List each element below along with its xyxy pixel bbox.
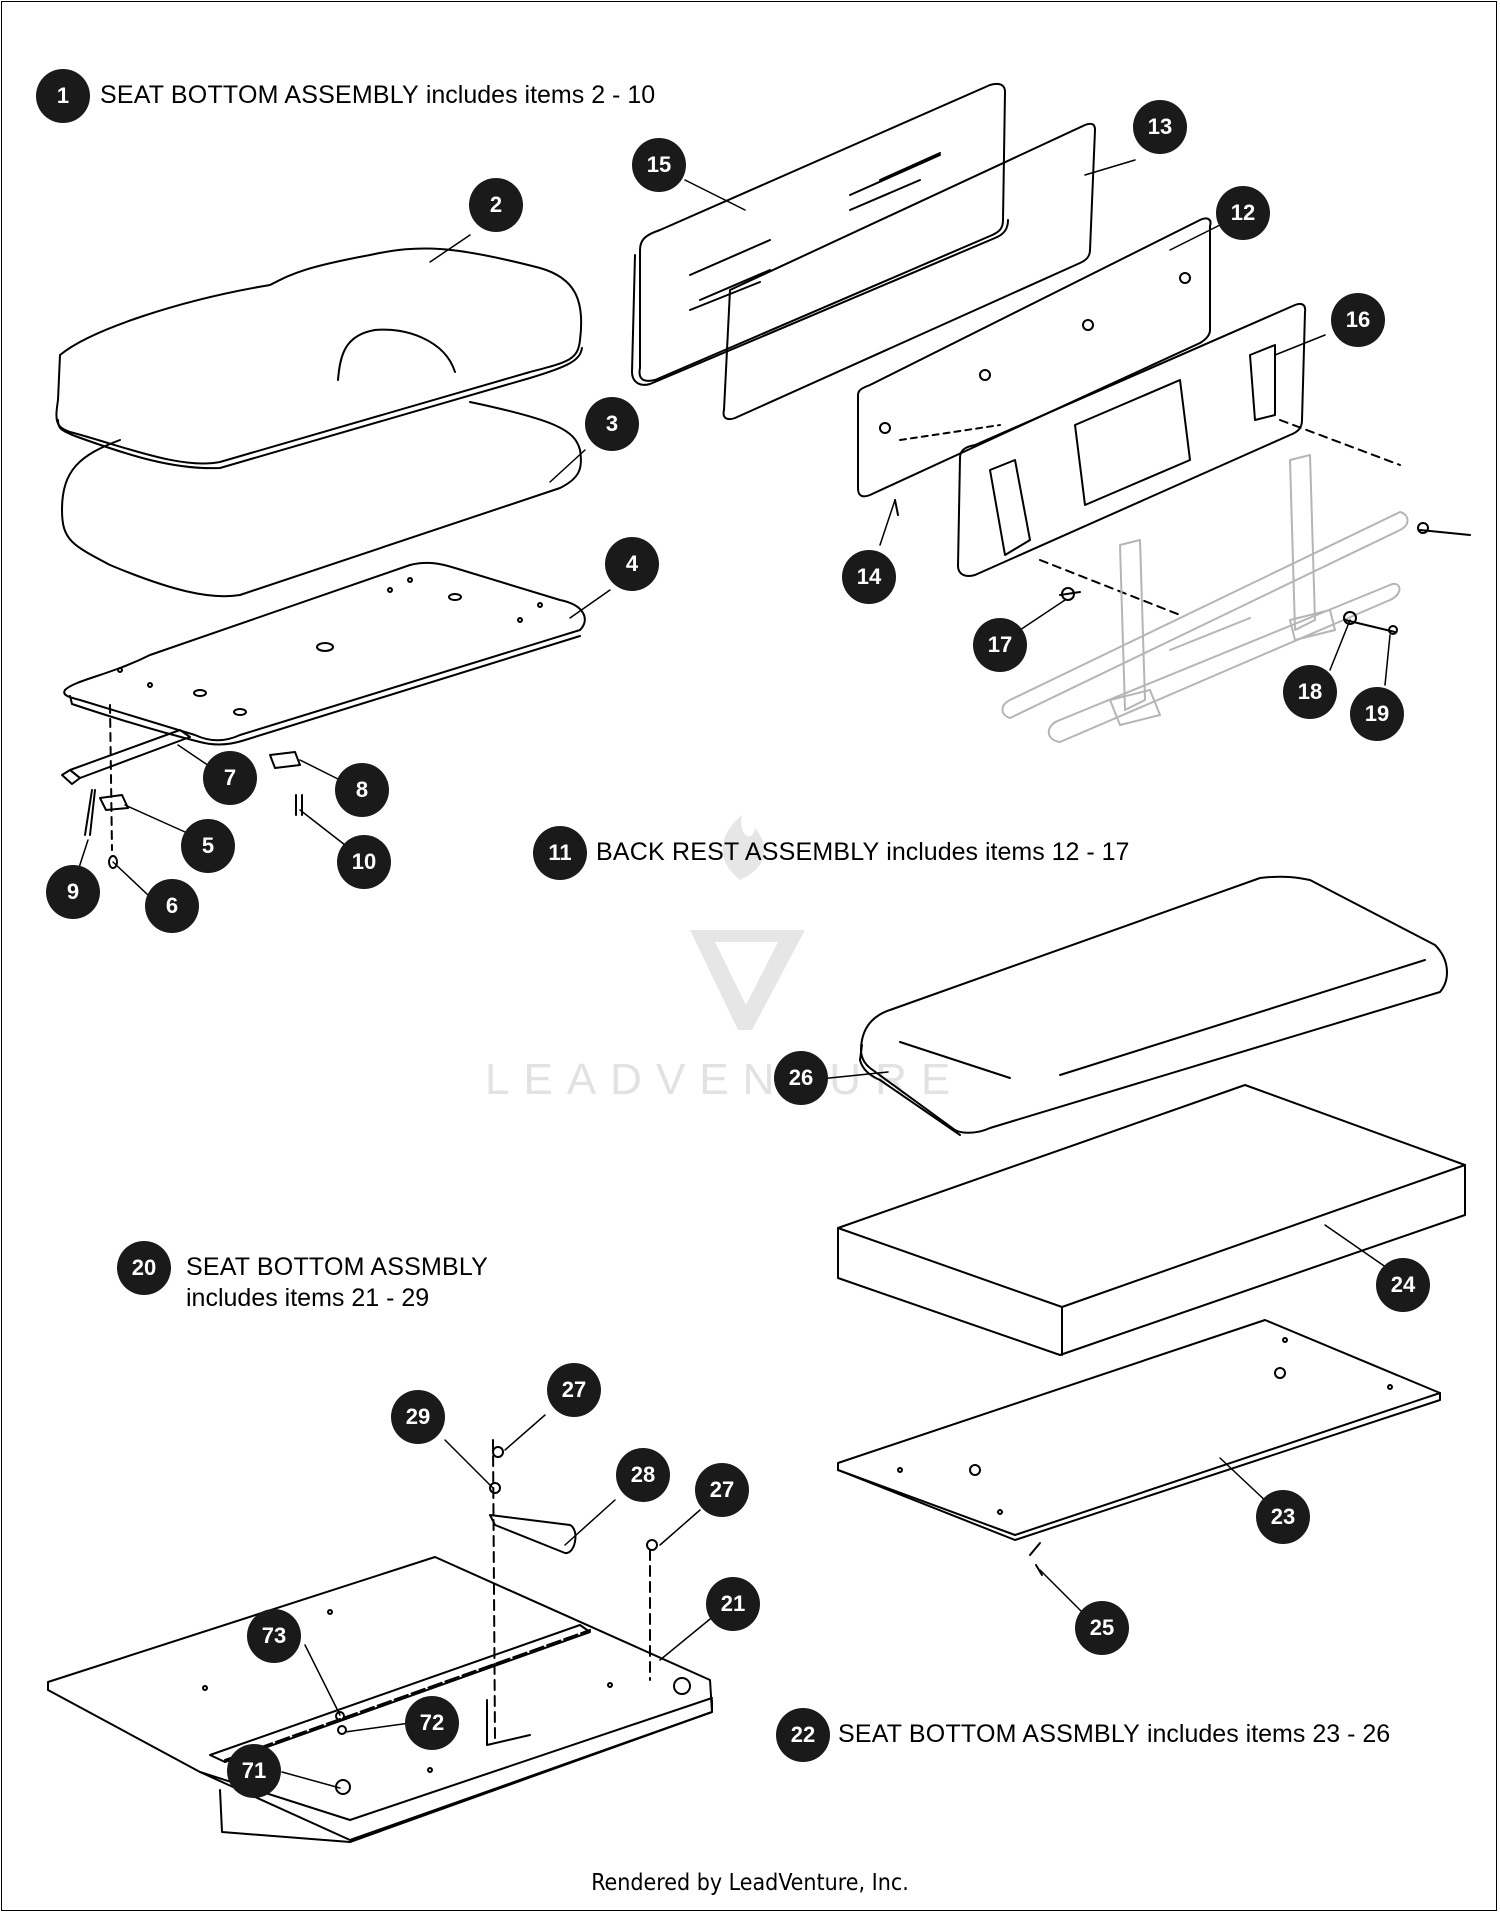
seat-cushion-block-part <box>859 875 1448 1136</box>
callout-number: 20 <box>131 1255 157 1280</box>
leader-lines <box>74 159 1391 1789</box>
assembly-title-22: SEAT BOTTOM ASSMBLY includes items 23 - … <box>838 1719 1390 1750</box>
callout-number: 8 <box>355 777 369 802</box>
seat-foam-block-part <box>837 1084 1466 1356</box>
callout-number: 3 <box>605 411 619 436</box>
seat-hardware-parts <box>61 704 303 869</box>
backrest-frame-part <box>957 302 1401 616</box>
seat-board-part <box>837 1319 1441 1576</box>
callout-number: 23 <box>1270 1504 1296 1529</box>
callout-number: 6 <box>165 893 179 918</box>
callout-number: 71 <box>241 1758 267 1783</box>
assembly-name: SEAT BOTTOM ASSEMBLY <box>100 81 419 109</box>
callout-number: 73 <box>261 1623 287 1648</box>
footer-credit: Rendered by LeadVenture, Inc. <box>591 1870 909 1896</box>
assembly-name: SEAT BOTTOM ASSMBLY <box>838 1720 1141 1748</box>
callout-number: 16 <box>1345 307 1371 332</box>
assembly-items: includes items 2 - 10 <box>418 81 656 109</box>
callout-number: 13 <box>1147 114 1173 139</box>
callout-number: 7 <box>223 765 237 790</box>
callout-number: 15 <box>646 152 672 177</box>
assembly-title-11: BACK REST ASSEMBLY includes items 12 - 1… <box>596 837 1129 868</box>
callout-number: 21 <box>720 1591 746 1616</box>
callout-number: 11 <box>548 840 572 865</box>
callout-number: 14 <box>856 564 882 589</box>
callout-number: 17 <box>987 632 1013 657</box>
callout-markers <box>36 69 1430 1798</box>
seat-foam-part <box>61 401 582 598</box>
seat-base-pan-part <box>63 561 586 746</box>
seat-base-tray-part <box>47 1439 713 1843</box>
callout-number: 12 <box>1230 200 1256 225</box>
callout-number: 19 <box>1364 701 1390 726</box>
callout-number: 5 <box>201 833 215 858</box>
assembly-title-20: SEAT BOTTOM ASSMBLY includes items 21 - … <box>186 1252 488 1314</box>
callout-number: 27 <box>561 1377 587 1402</box>
assembly-title-1: SEAT BOTTOM ASSEMBLY includes items 2 - … <box>100 80 655 111</box>
seat-frame-ghost <box>1001 454 1409 743</box>
watermark-text: LEADVENTURE <box>485 1055 965 1104</box>
assembly-items: includes items 12 - 17 <box>879 838 1130 866</box>
callout-number: 2 <box>489 192 503 217</box>
callout-number: 29 <box>405 1404 431 1429</box>
seat-cushion-part <box>55 247 583 470</box>
callout-number: 24 <box>1390 1272 1416 1297</box>
assembly-items: includes items 21 - 29 <box>186 1284 430 1312</box>
backrest-panel-part <box>857 217 1212 498</box>
assembly-name: SEAT BOTTOM ASSMBLY <box>186 1253 489 1281</box>
callout-number: 28 <box>630 1462 656 1487</box>
callout-number: 72 <box>419 1710 445 1735</box>
backrest-hardware-parts <box>894 499 1471 635</box>
callout-number: 4 <box>625 551 639 576</box>
callout-number: 26 <box>788 1065 814 1090</box>
callout-number: 22 <box>790 1722 816 1747</box>
callout-number: 25 <box>1089 1615 1115 1640</box>
callout-number: 10 <box>351 849 377 874</box>
callout-number: 27 <box>709 1477 735 1502</box>
backrest-cushion-part <box>631 82 1009 386</box>
assembly-items: includes items 23 - 26 <box>1140 1720 1391 1748</box>
callout-number: 1 <box>56 83 70 108</box>
callout-number: 18 <box>1297 679 1323 704</box>
callout-number: 9 <box>66 879 80 904</box>
backrest-board-part <box>722 122 1096 421</box>
assembly-name: BACK REST ASSEMBLY <box>596 838 880 866</box>
